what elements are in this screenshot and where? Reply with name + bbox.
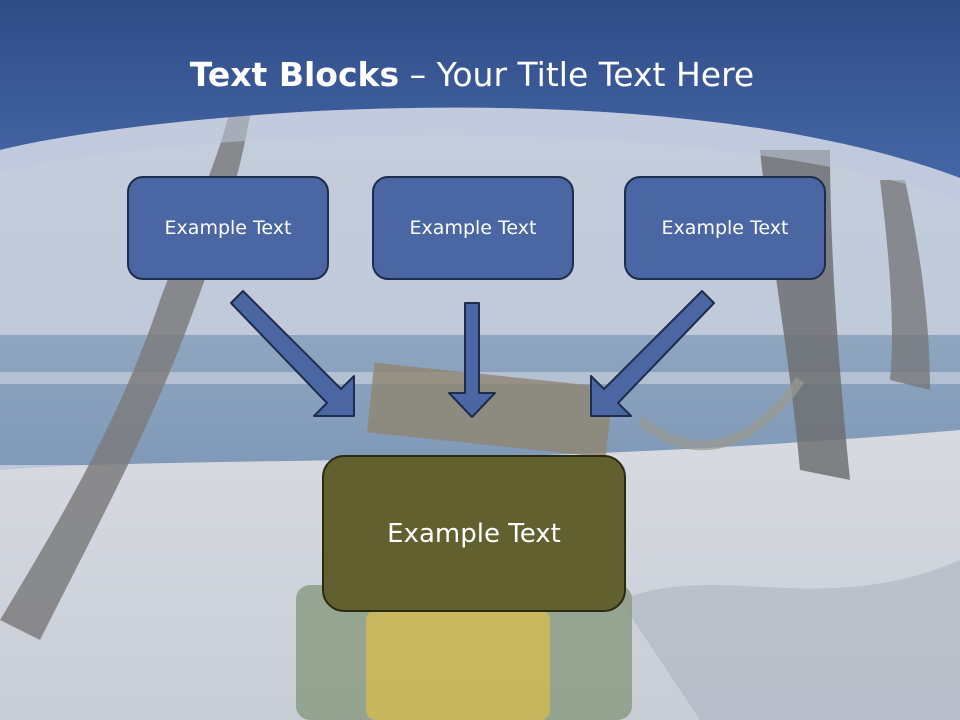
yellow-suitcase bbox=[366, 610, 550, 720]
text-block-1[interactable]: Example Text bbox=[127, 176, 329, 280]
header-swoosh bbox=[0, 107, 960, 200]
text-block-2[interactable]: Example Text bbox=[372, 176, 574, 280]
hammock bbox=[636, 377, 805, 451]
palm-trunk-far bbox=[880, 180, 930, 390]
wooden-crate bbox=[366, 362, 614, 458]
center-text-block-label: Example Text bbox=[387, 518, 561, 549]
slide-title: Text Blocks – Your Title Text Here bbox=[0, 52, 944, 98]
palm-shadow bbox=[620, 560, 960, 720]
title-bold: Text Blocks bbox=[189, 55, 400, 94]
arrow-center bbox=[448, 302, 496, 418]
text-block-3-label: Example Text bbox=[661, 217, 789, 239]
header-band bbox=[0, 0, 960, 178]
arrow-left bbox=[230, 290, 355, 417]
title-rest: – Your Title Text Here bbox=[399, 55, 755, 94]
arrow-right bbox=[590, 290, 715, 417]
text-block-3[interactable]: Example Text bbox=[624, 176, 826, 280]
text-block-2-label: Example Text bbox=[409, 217, 537, 239]
text-block-1-label: Example Text bbox=[164, 217, 292, 239]
center-text-block[interactable]: Example Text bbox=[322, 455, 626, 612]
